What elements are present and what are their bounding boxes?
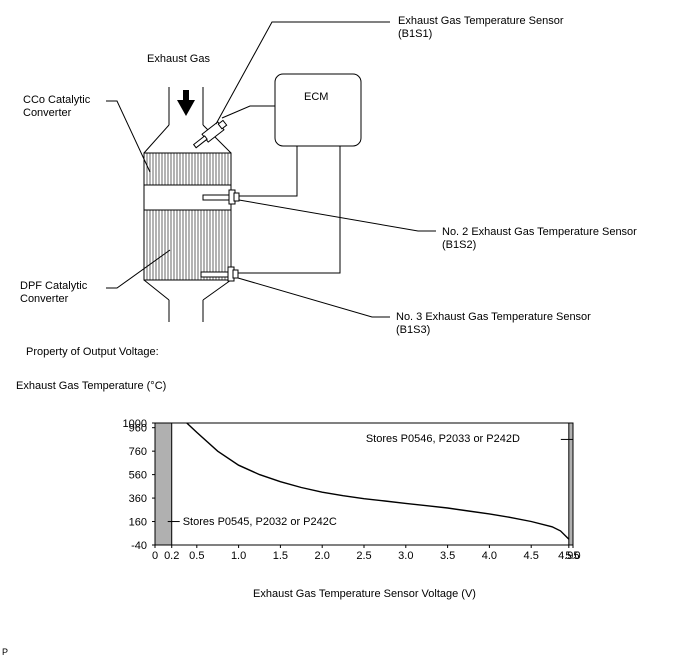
x-tick-label: 5.0 xyxy=(565,550,580,562)
x-tick-label: 3.0 xyxy=(398,550,413,562)
x-tick-label: 1.5 xyxy=(273,550,288,562)
x-tick-label: 2.5 xyxy=(356,550,371,562)
x-tick-label: 0.5 xyxy=(189,550,204,562)
wire-b1s1 xyxy=(221,105,275,119)
converter-body xyxy=(143,152,232,281)
cco-label-line2: Converter xyxy=(23,107,72,119)
y-tick-label: 360 xyxy=(129,493,147,505)
sensor2-label-line1: No. 2 Exhaust Gas Temperature Sensor xyxy=(442,226,637,238)
region-label-low: Stores P0545, P2032 or P242C xyxy=(182,515,337,528)
property-title: Property of Output Voltage: xyxy=(26,346,159,358)
sensor-b1s3-icon xyxy=(200,266,239,282)
dpf-label-line1: DPF Catalytic xyxy=(20,280,88,292)
flow-arrow-icon xyxy=(177,90,195,116)
dpf-catalyst-block xyxy=(146,210,229,280)
x-tick-label: 0 xyxy=(152,550,158,562)
out-of-range-region-1 xyxy=(568,422,574,546)
y-tick-label: 1000 xyxy=(123,418,147,430)
sensor-diagram xyxy=(106,21,436,322)
y-tick-label: 960 xyxy=(129,423,147,435)
sensor3-label-line2: (B1S3) xyxy=(396,324,431,336)
ecm-label: ECM xyxy=(304,91,329,103)
x-tick-label: 4.0 xyxy=(482,550,497,562)
x-tick-label: 4.5 xyxy=(524,550,539,562)
sensor-b1s1-icon xyxy=(192,119,228,149)
temperature-voltage-curve xyxy=(186,422,570,540)
leader-cco xyxy=(106,100,151,173)
y-tick-label: 560 xyxy=(129,470,147,482)
ecm-box xyxy=(274,73,362,147)
cco-catalyst-block xyxy=(146,153,229,185)
cco-label-line1: CCo Catalytic xyxy=(23,94,91,106)
leader-b1s3 xyxy=(237,277,390,318)
x-tick-label: 1.0 xyxy=(231,550,246,562)
out-of-range-region-0 xyxy=(154,422,173,546)
chart-ylabel: Exhaust Gas Temperature (°C) xyxy=(16,380,167,392)
chart-xlabel: Exhaust Gas Temperature Sensor Voltage (… xyxy=(253,588,476,600)
leader-dpf xyxy=(106,249,171,289)
dpf-label-line2: Converter xyxy=(20,293,69,305)
wire-b1s2 xyxy=(239,146,298,197)
region-label-high: Stores P0546, P2033 or P242D xyxy=(365,433,520,446)
y-tick-label: 760 xyxy=(129,446,147,458)
sensor2-label-line2: (B1S2) xyxy=(442,239,477,251)
sensor1-label-line2: (B1S1) xyxy=(398,28,433,40)
footer-mark: P xyxy=(2,647,9,657)
leader-b1s1 xyxy=(215,21,390,125)
exhaust-gas-label: Exhaust Gas xyxy=(147,53,210,65)
y-tick-label: -40 xyxy=(131,540,147,552)
x-tick-label: 0.2 xyxy=(164,550,179,562)
sensor3-label-line1: No. 3 Exhaust Gas Temperature Sensor xyxy=(396,311,591,323)
sensor-b1s2-icon xyxy=(202,189,240,205)
x-tick-label: 3.5 xyxy=(440,550,455,562)
wire-b1s3 xyxy=(238,146,341,274)
x-tick-label: 2.0 xyxy=(315,550,330,562)
leader-b1s2 xyxy=(238,199,436,232)
sensor1-label-line1: Exhaust Gas Temperature Sensor xyxy=(398,15,564,27)
y-tick-label: 160 xyxy=(129,517,147,529)
x-tick-label: 4.95 xyxy=(558,550,579,562)
